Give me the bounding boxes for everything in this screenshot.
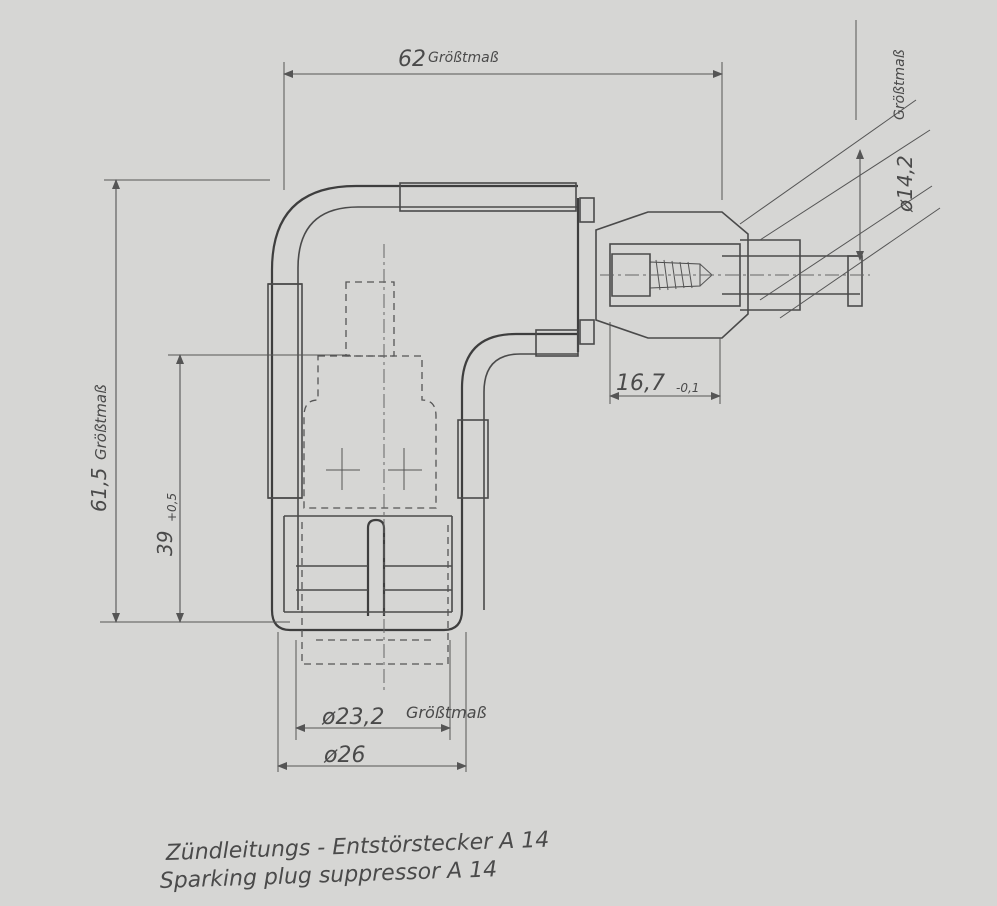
inner-tube-outer-edge bbox=[460, 332, 578, 610]
label-26-value: ø26 bbox=[323, 743, 365, 768]
ext-line-3 bbox=[759, 185, 933, 301]
hidden-resistor-body bbox=[303, 355, 437, 509]
internal-cross-left bbox=[326, 448, 360, 490]
flange-top-lug bbox=[579, 197, 595, 223]
dimension-labels: 62 Größtmaß 61,5 Größtmaß 39 +0,5 16,7 -… bbox=[87, 47, 917, 768]
cap-side-lines bbox=[283, 516, 453, 612]
suppressor-outline bbox=[267, 182, 595, 690]
cable-end bbox=[847, 255, 863, 307]
label-142-note: Größtmaß bbox=[892, 49, 908, 120]
label-167-tolerance: -0,1 bbox=[676, 381, 699, 395]
label-62-value: 62 bbox=[398, 47, 426, 72]
inner-sleeve bbox=[457, 419, 489, 499]
ext-line-4 bbox=[779, 207, 941, 319]
cable-connector bbox=[595, 99, 941, 339]
label-39-tolerance: +0,5 bbox=[165, 493, 179, 522]
label-142-value: ø14,2 bbox=[893, 155, 917, 213]
flange-bottom-lug bbox=[579, 319, 595, 345]
cable-core bbox=[722, 255, 860, 295]
inner-tube-inner-edge bbox=[483, 353, 578, 610]
outer-tube-outer-edge bbox=[270, 184, 578, 610]
label-232-value: ø23,2 bbox=[321, 705, 384, 730]
dimension-lines bbox=[100, 20, 864, 772]
screw-head bbox=[611, 253, 651, 297]
ext-line-2 bbox=[759, 129, 931, 241]
label-62-note: Größtmaß bbox=[428, 50, 499, 66]
ext-line-1 bbox=[739, 99, 917, 225]
label-615-value: 61,5 bbox=[87, 467, 111, 512]
internal-cross-right bbox=[388, 448, 422, 490]
top-sleeve bbox=[399, 182, 577, 212]
inner-top-sleeve bbox=[535, 329, 579, 357]
label-167-value: 16,7 bbox=[616, 371, 665, 396]
label-39-value: 39 bbox=[153, 531, 177, 556]
bottom-cap bbox=[270, 609, 464, 632]
vertical-sleeve bbox=[267, 283, 303, 499]
label-232-note: Größtmaß bbox=[406, 703, 487, 722]
outer-tube-inner-edge bbox=[297, 206, 578, 610]
rubber-sleeve bbox=[595, 211, 749, 339]
label-615-note: Größtmaß bbox=[92, 384, 110, 460]
